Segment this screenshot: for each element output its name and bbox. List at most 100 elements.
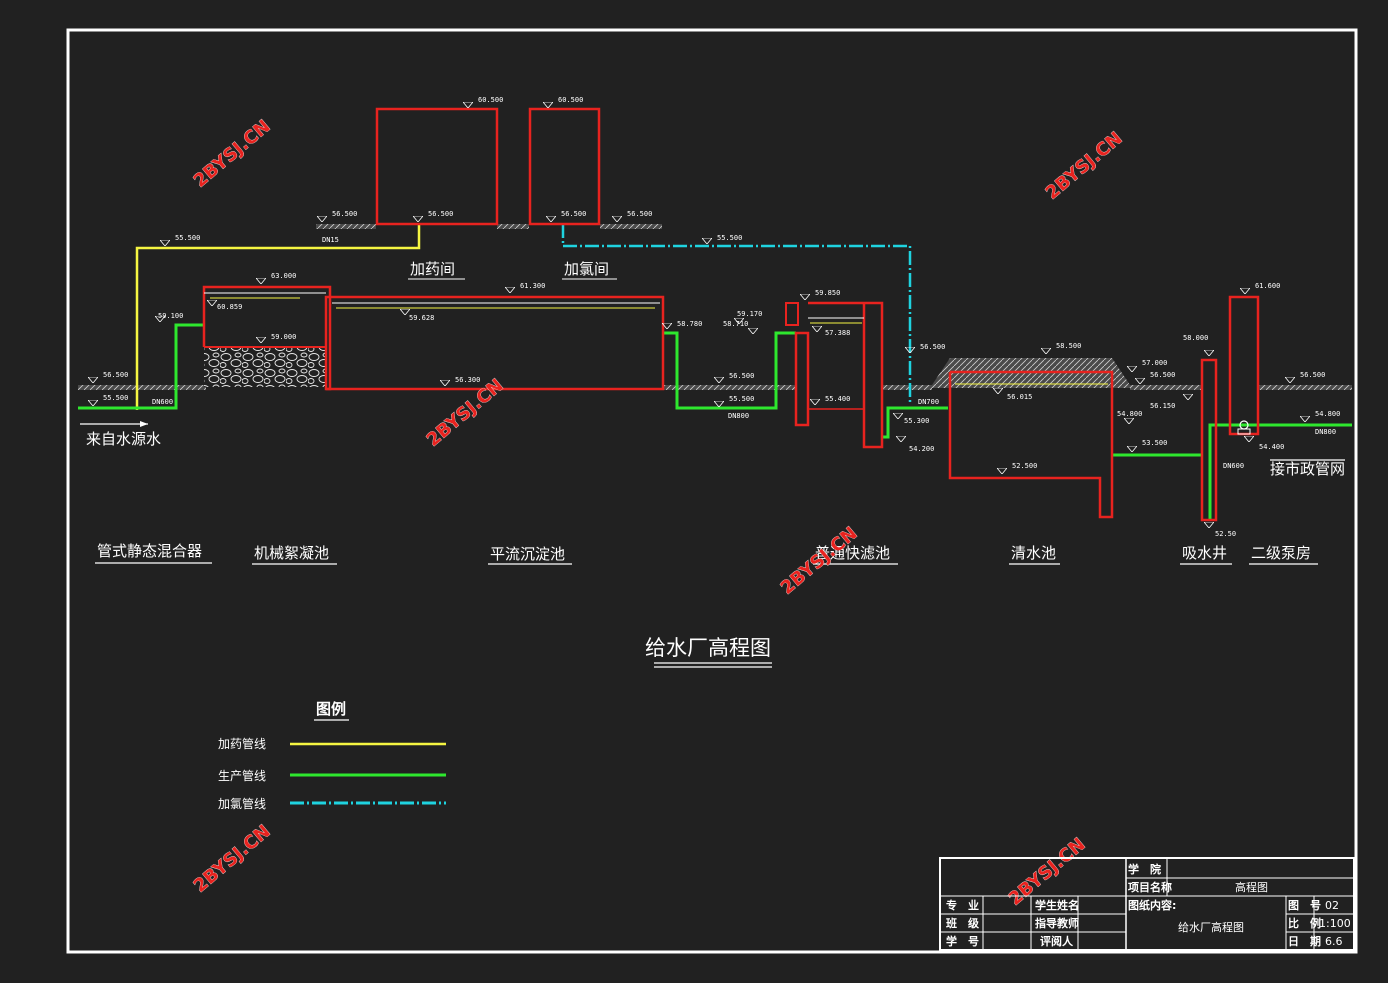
tb-advisor-label: 指导教师 bbox=[1035, 916, 1079, 930]
dosing-pipe bbox=[135, 224, 421, 410]
tb-id-label: 学 号 bbox=[946, 934, 979, 948]
tb-content-value: 给水厂高程图 bbox=[1178, 920, 1244, 934]
elev-label: 54.800 bbox=[1315, 410, 1340, 418]
tb-reviewer-label: 评阅人 bbox=[1040, 934, 1074, 948]
tb-major-label: 专 业 bbox=[946, 898, 979, 912]
elev-label: 54.400 bbox=[1259, 443, 1284, 451]
municipal-label: 接市政管网 bbox=[1270, 460, 1345, 478]
flocculation-tank bbox=[202, 285, 332, 391]
elev-label: 56.500 bbox=[1150, 371, 1175, 379]
elev-label: 59.100 bbox=[158, 312, 183, 320]
unit-label-filter: 普通快滤池 bbox=[815, 544, 890, 562]
title-block-text: 学 院 项目名称 高程图 图纸内容: 给水厂高程图 专 业 班 级 学 号 学生… bbox=[946, 862, 1351, 948]
watermark: 2BYSJ.CN bbox=[190, 821, 275, 897]
dosing-room bbox=[375, 107, 499, 226]
tb-student-label: 学生姓名 bbox=[1035, 898, 1079, 912]
elev-label: 59.170 bbox=[737, 310, 762, 318]
elev-label: 56.150 bbox=[1150, 402, 1175, 410]
legend-label: 加药管线 bbox=[218, 736, 266, 751]
drawing-frame bbox=[66, 28, 1358, 954]
chlorine-room bbox=[528, 107, 601, 226]
legend-title: 图例 bbox=[316, 700, 346, 718]
sedimentation-tank bbox=[324, 295, 665, 391]
elev-label: 59.000 bbox=[271, 333, 296, 341]
tb-class-label: 班 级 bbox=[946, 916, 980, 930]
unit-label-mixer: 管式静态混合器 bbox=[97, 542, 202, 560]
pipe-sizes: DN15 DN600 DN800 DN700 DN600 DN800 bbox=[152, 236, 1336, 470]
production-pipe bbox=[78, 323, 1352, 520]
tb-date-value: 6.6 bbox=[1325, 935, 1343, 948]
tb-scale-value: 1:100 bbox=[1319, 917, 1351, 930]
elev-label: 54.800 bbox=[1117, 410, 1142, 418]
watermarks: 2BYSJ.CN 2BYSJ.CN 2BYSJ.CN 2BYSJ.CN 2BYS… bbox=[189, 116, 1127, 911]
elev-label: 60.500 bbox=[558, 96, 583, 104]
chlorine-room-label: 加氯间 bbox=[564, 260, 609, 278]
pipe-size: DN15 bbox=[322, 236, 339, 244]
elev-label: 58.710 bbox=[723, 320, 748, 328]
elev-label: 55.300 bbox=[904, 417, 929, 425]
filter-tank bbox=[785, 301, 884, 449]
elev-label: 55.500 bbox=[103, 394, 128, 402]
elev-label: 56.500 bbox=[103, 371, 128, 379]
title-block bbox=[939, 857, 1355, 951]
source-label: 来自水源水 bbox=[86, 430, 161, 448]
unit-label-pump-house: 二级泵房 bbox=[1251, 544, 1311, 562]
drawing-title: 给水厂高程图 bbox=[645, 636, 771, 660]
elev-label: 56.500 bbox=[1300, 371, 1325, 379]
elev-label: 58.500 bbox=[1056, 342, 1081, 350]
watermark: 2BYSJ.CN bbox=[423, 375, 508, 451]
elev-label: 57.000 bbox=[1142, 359, 1167, 367]
pipe-size: DN600 bbox=[152, 398, 173, 406]
elev-label: 57.388 bbox=[825, 329, 850, 337]
unit-label-clear-well: 清水池 bbox=[1011, 544, 1056, 562]
elev-label: 53.500 bbox=[1142, 439, 1167, 447]
clear-water-tank bbox=[948, 370, 1114, 519]
pipe-size: DN600 bbox=[1223, 462, 1244, 470]
elev-label: 54.200 bbox=[909, 445, 934, 453]
elev-label: 56.015 bbox=[1007, 393, 1032, 401]
elev-label: 60.859 bbox=[217, 303, 242, 311]
legend: 图例 加药管线 生产管线 加氯管线 bbox=[218, 700, 446, 811]
elev-label: 52.500 bbox=[1012, 462, 1037, 470]
elev-label: 56.500 bbox=[332, 210, 357, 218]
elev-label: 55.500 bbox=[729, 395, 754, 403]
legend-label: 生产管线 bbox=[218, 768, 266, 783]
elev-label: 59.628 bbox=[409, 314, 434, 322]
dosing-room-label: 加药间 bbox=[410, 260, 455, 278]
pipe-size: DN800 bbox=[1315, 428, 1336, 436]
elev-label: 55.400 bbox=[825, 395, 850, 403]
elevation-marks: 60.500 60.500 56.500 56.500 56.500 56.50… bbox=[88, 96, 1340, 538]
watermark: 2BYSJ.CN bbox=[190, 116, 275, 192]
unit-labels: 管式静态混合器 机械絮凝池 平流沉淀池 普通快滤池 清水池 吸水井 二级泵房 bbox=[95, 542, 1318, 565]
pipe-size: DN800 bbox=[728, 412, 749, 420]
tb-date-label: 日 期 bbox=[1288, 934, 1321, 948]
elev-label: 56.500 bbox=[920, 343, 945, 351]
elev-label: 58.000 bbox=[1183, 334, 1208, 342]
tb-sheet-value: 02 bbox=[1325, 899, 1339, 912]
tb-project-label: 项目名称 bbox=[1128, 880, 1172, 894]
elev-label: 52.50 bbox=[1215, 530, 1236, 538]
elev-label: 56.500 bbox=[561, 210, 586, 218]
elev-label: 58.780 bbox=[677, 320, 702, 328]
watermark: 2BYSJ.CN bbox=[1042, 128, 1127, 204]
elev-label: 59.850 bbox=[815, 289, 840, 297]
arrow-head-icon bbox=[140, 421, 148, 427]
unit-label-flocculation: 机械絮凝池 bbox=[254, 544, 329, 562]
tb-sheet-label: 图 号 bbox=[1288, 899, 1321, 912]
elev-label: 56.500 bbox=[729, 372, 754, 380]
tb-scale-label: 比 例 bbox=[1288, 916, 1321, 930]
elev-label: 56.300 bbox=[455, 376, 480, 384]
tb-school-label: 学 院 bbox=[1128, 862, 1161, 876]
tb-content-label: 图纸内容: bbox=[1128, 898, 1176, 912]
pump-house bbox=[1228, 295, 1260, 436]
elev-label: 61.600 bbox=[1255, 282, 1280, 290]
elev-label: 56.500 bbox=[627, 210, 652, 218]
elev-label: 55.500 bbox=[175, 234, 200, 242]
elev-label: 55.500 bbox=[717, 234, 742, 242]
chlorine-pipe bbox=[561, 224, 912, 405]
elev-label: 61.300 bbox=[520, 282, 545, 290]
elev-label: 63.000 bbox=[271, 272, 296, 280]
unit-label-sedimentation: 平流沉淀池 bbox=[490, 545, 565, 563]
legend-label: 加氯管线 bbox=[218, 796, 266, 811]
